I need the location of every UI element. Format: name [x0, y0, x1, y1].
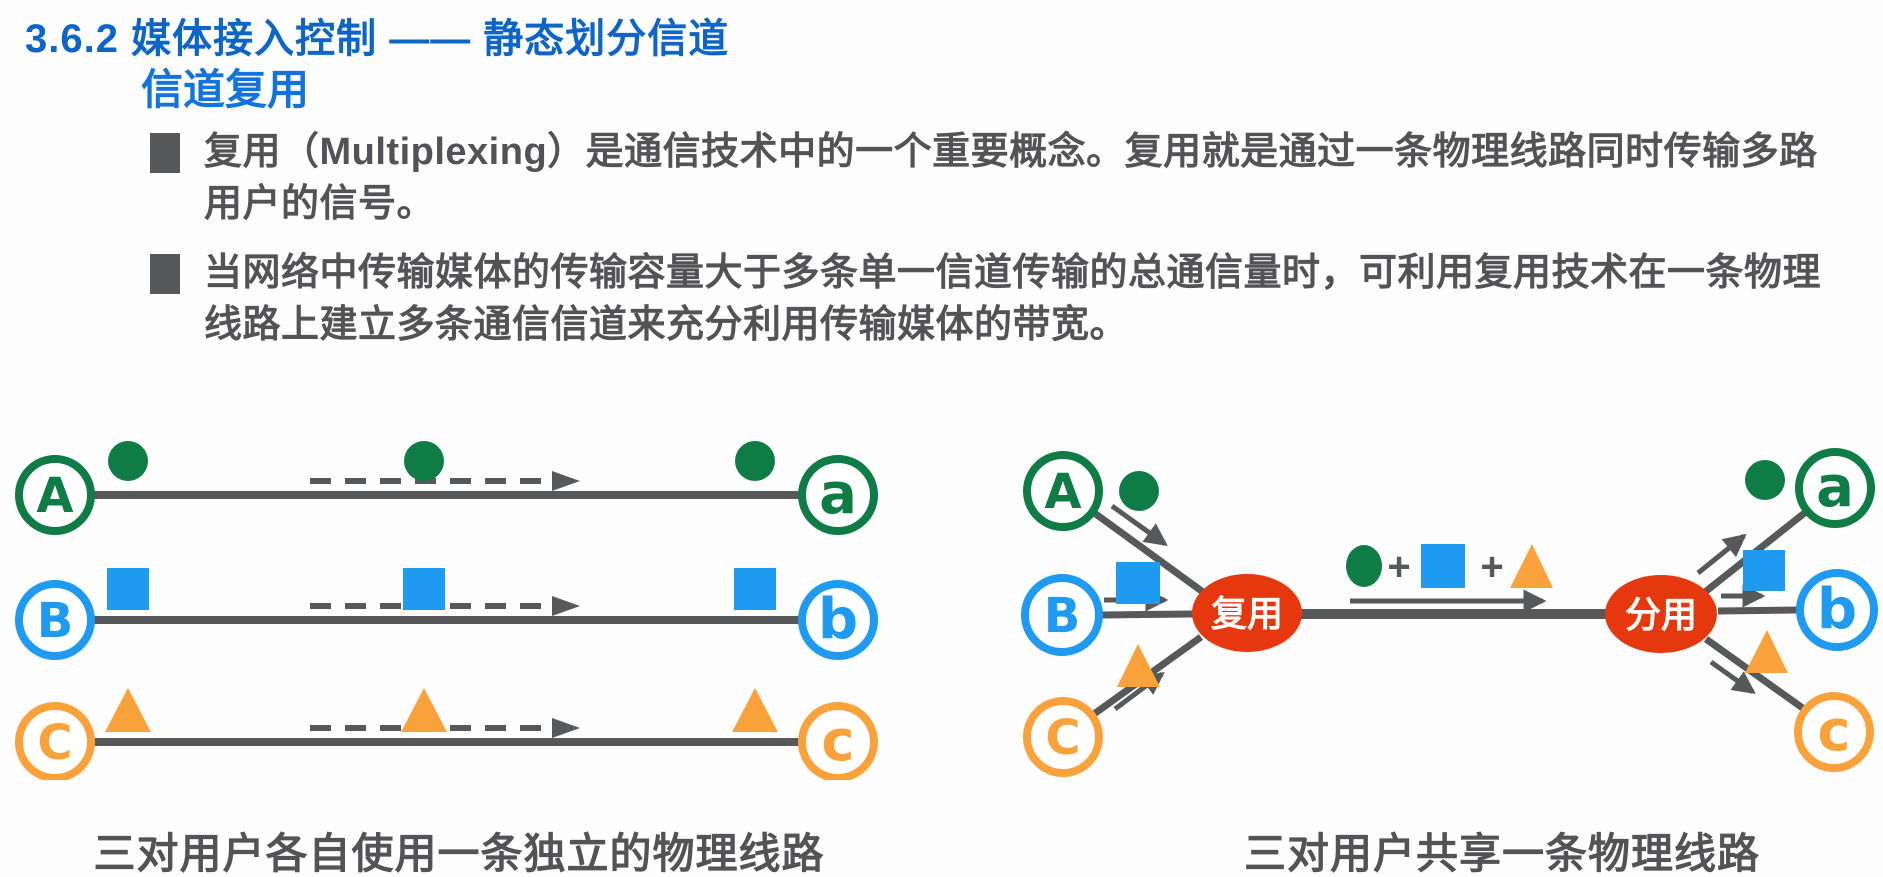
node-a-label: a — [1816, 455, 1854, 520]
link-B-mux — [1100, 610, 1194, 619]
node-b — [798, 580, 878, 660]
node-b-label: b — [818, 587, 858, 652]
plus-sign: + — [1387, 545, 1410, 589]
link-demux-b — [1717, 606, 1800, 615]
signal-triangle-icon — [1510, 544, 1553, 588]
bullet-text: 当网络中传输媒体的传输容量大于多条单一信道传输的总通信量时，可利用复用技术在一条… — [204, 251, 1822, 347]
arrowhead-icon — [552, 596, 580, 616]
node-c-label: c — [821, 709, 854, 774]
node-A-label: A — [1044, 464, 1081, 520]
bullet-item: 当网络中传输媒体的传输容量大于多条单一信道传输的总通信量时，可利用复用技术在一条… — [150, 247, 1850, 352]
signal-triangle-icon — [105, 688, 151, 732]
signal-triangle-icon — [1745, 630, 1788, 673]
right-diagram-caption: 三对用户共享一条物理线路 — [1243, 830, 1760, 877]
plus-sign: + — [1480, 545, 1503, 589]
node-a — [798, 455, 878, 535]
bullet-list: 复用（Multiplexing）是通信技术中的一个重要概念。复用就是通过一条物理… — [150, 126, 1850, 352]
signal-triangle-icon — [401, 688, 447, 732]
node-c — [1794, 692, 1874, 772]
node-C-label: C — [1045, 710, 1080, 766]
node-c-label: c — [1817, 699, 1850, 764]
signal-dot-icon — [108, 441, 148, 481]
node-a-label: a — [819, 462, 857, 527]
square-bullet-icon — [150, 133, 180, 173]
node-B — [15, 580, 95, 660]
bullet-item: 复用（Multiplexing）是通信技术中的一个重要概念。复用就是通过一条物理… — [150, 126, 1850, 231]
node-A-label: A — [36, 468, 73, 524]
signal-dot-icon — [404, 441, 444, 481]
signal-dot-icon — [1119, 471, 1159, 511]
shared-line-diagram: + + A B C a b c 复用 分用 — [1021, 448, 1878, 777]
node-A — [1023, 451, 1103, 531]
signal-square-icon — [1116, 562, 1160, 604]
link-A-mux — [1090, 509, 1206, 595]
node-b — [1796, 569, 1878, 651]
node-b-label: b — [1817, 577, 1857, 642]
node-c — [798, 702, 878, 780]
node-B-label: B — [1044, 588, 1081, 644]
section-subtitle: 信道复用 — [141, 66, 310, 113]
signal-dot-icon — [735, 441, 775, 481]
signal-square-icon — [1743, 550, 1785, 591]
arrowhead-icon — [552, 718, 580, 738]
bullet-text: 复用（Multiplexing）是通信技术中的一个重要概念。复用就是通过一条物理… — [204, 131, 1818, 226]
page-title: 3.6.2 媒体接入控制 —— 静态划分信道 — [25, 17, 730, 61]
node-C — [15, 702, 95, 780]
left-diagram-caption: 三对用户各自使用一条独立的物理线路 — [93, 830, 825, 877]
row-C: C c — [15, 688, 878, 780]
link-demux-c — [1703, 636, 1807, 712]
signal-triangle-icon — [1117, 644, 1160, 687]
mux-label: 复用 — [1211, 593, 1283, 634]
signal-dot-icon — [1745, 460, 1785, 500]
independent-lines-diagram: A a B b C c — [15, 441, 878, 780]
signal-square-icon — [403, 568, 445, 610]
demux-node — [1605, 575, 1717, 653]
flow-arrow — [1709, 659, 1756, 695]
combined-signal: + + — [1346, 544, 1553, 613]
node-A — [15, 455, 95, 535]
node-B — [1021, 574, 1103, 656]
node-C-label: C — [37, 715, 72, 771]
demux-label: 分用 — [1625, 594, 1697, 635]
node-C — [1023, 697, 1103, 777]
signal-square-icon — [734, 568, 776, 610]
mux-node — [1192, 574, 1302, 652]
row-A: A a — [15, 441, 878, 535]
signal-square-icon — [1421, 544, 1465, 588]
signal-square-icon — [107, 568, 149, 610]
flow-arrow — [1110, 503, 1168, 547]
flow-arrow — [1696, 533, 1747, 575]
node-B-label: B — [37, 593, 74, 649]
node-a — [1795, 448, 1875, 528]
row-B: B b — [15, 568, 878, 660]
signal-triangle-icon — [732, 688, 778, 732]
signal-dot-icon — [1346, 545, 1382, 587]
arrowhead-icon — [552, 471, 580, 491]
square-bullet-icon — [150, 253, 180, 294]
